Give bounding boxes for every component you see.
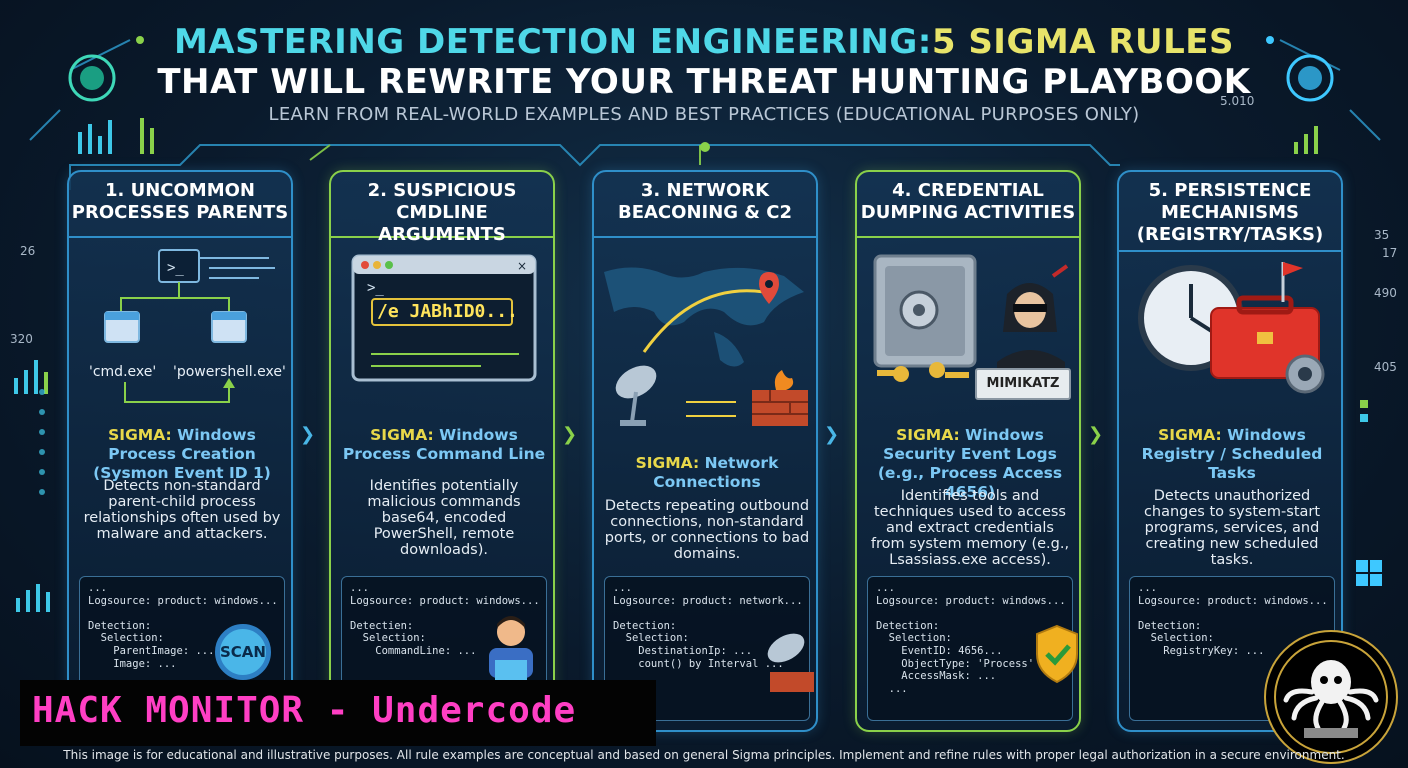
shield-check-icon — [1036, 624, 1078, 684]
sigma-source: SIGMA: Windows Registry / Scheduled Task… — [1127, 426, 1337, 483]
title-line-2: THAT WILL REWRITE YOUR THREAT HUNTING PL… — [157, 62, 1251, 102]
card-title: 4. CREDENTIAL DUMPING ACTIVITIES — [857, 172, 1079, 238]
card-title: 5. PERSISTENCE MECHANISMS (REGISTRY/TASK… — [1119, 172, 1341, 252]
terminal-encoded-command: /e JABhID0... — [371, 298, 518, 326]
chevron-right-icon: ❯ — [824, 424, 840, 445]
rule-description: Detects non-standard parent-child proces… — [83, 478, 281, 542]
rule-description: Identifies potentially malicious command… — [367, 478, 521, 558]
rule-card-4: 4. CREDENTIAL DUMPING ACTIVITIES MIMIKAT… — [855, 170, 1081, 732]
rule-card-1: 1. UNCOMMON PROCESSES PARENTS >_ 'cmd.ex… — [67, 170, 293, 732]
title-line-1: MASTERING DETECTION ENGINEERING:5 SIGMA … — [0, 22, 1408, 62]
svg-text:×: × — [517, 259, 527, 273]
sigma-label: SIGMA: — [370, 426, 434, 444]
octopus-icon — [1274, 640, 1388, 754]
rule-card-3: 3. NETWORK BEACONING & C2 SIGMA: Network… — [592, 170, 818, 732]
sigma-code-snippet: ... Logsource: product: windows... Detec… — [867, 576, 1073, 721]
chevron-right-icon: ❯ — [562, 424, 578, 445]
chevron-right-icon: ❯ — [300, 424, 316, 445]
title-part-b: 5 SIGMA RULES — [931, 22, 1235, 62]
rule-description: Detects unauthorized changes to system-s… — [1143, 488, 1321, 568]
svg-text:>_: >_ — [167, 260, 184, 276]
decor-number: 405 — [1374, 360, 1397, 374]
sigma-label: SIGMA: — [896, 426, 960, 444]
card-title: 1. UNCOMMON PROCESSES PARENTS — [69, 172, 291, 238]
sigma-source: SIGMA: Windows Process Command Line — [339, 426, 549, 464]
persistence-illustration — [1138, 262, 1325, 394]
process-node-cmd: 'cmd.exe' — [89, 364, 157, 380]
process-node-powershell: 'powershell.exe' — [173, 364, 286, 380]
card-title: 2. SUSPICIOUS CMDLINE ARGUMENTS — [331, 172, 553, 245]
sigma-code-snippet: ... Logsource: product: network... Detec… — [604, 576, 810, 721]
decor-number: 320 — [10, 332, 33, 346]
octopus-logo — [1264, 630, 1398, 764]
card-title: 3. NETWORK BEACONING & C2 — [594, 172, 816, 238]
scan-badge: SCAN — [215, 624, 271, 680]
hack-monitor-banner: HACK MONITOR - Undercode — [20, 680, 656, 746]
network-map-illustration — [604, 267, 808, 426]
sigma-label: SIGMA: — [1158, 426, 1222, 444]
rule-description: Identifies tools and techniques used to … — [870, 488, 1070, 568]
mimikatz-tag: MIMIKATZ — [975, 368, 1071, 400]
title-part-a: MASTERING DETECTION ENGINEERING: — [173, 22, 932, 62]
sigma-text: Network Connections — [653, 454, 779, 491]
user-icon — [489, 616, 533, 682]
banner-text: HACK MONITOR - Undercode — [32, 690, 577, 731]
subtitle: LEARN FROM REAL-WORLD EXAMPLES AND BEST … — [268, 104, 1140, 125]
sigma-label: SIGMA: — [635, 454, 700, 472]
sigma-source: SIGMA: Windows Process Creation (Sysmon … — [77, 426, 287, 483]
credential-dump-illustration — [873, 254, 1069, 382]
decor-number: 35 — [1374, 228, 1390, 242]
sigma-text: Windows Registry / Scheduled Tasks — [1141, 426, 1323, 482]
sigma-text: Windows Process Creation (Sysmon Event I… — [93, 426, 271, 482]
rule-card-2: 2. SUSPICIOUS CMDLINE ARGUMENTS × >_ /e … — [329, 170, 555, 732]
process-tree-illustration: >_ — [104, 249, 275, 403]
sigma-source: SIGMA: Network Connections — [602, 454, 812, 492]
rule-description: Detects repeating outbound connections, … — [604, 498, 810, 562]
chevron-right-icon: ❯ — [1088, 424, 1104, 445]
decor-number: 17 — [1382, 246, 1398, 260]
terminal-illustration: × — [351, 254, 537, 382]
satellite-dish-icon — [767, 633, 814, 692]
disclaimer-footer: This image is for educational and illust… — [63, 748, 1345, 762]
terminal-prompt: >_ — [367, 280, 384, 296]
rule-card-5: 5. PERSISTENCE MECHANISMS (REGISTRY/TASK… — [1117, 170, 1343, 732]
decor-number: 5.010 — [1220, 94, 1255, 108]
decor-number: 490 — [1374, 286, 1397, 300]
sigma-source: SIGMA: Windows Security Event Logs (e.g.… — [865, 426, 1075, 502]
sigma-text: Windows Process Command Line — [342, 426, 546, 463]
sigma-text: Windows Security Event Logs (e.g., Proce… — [877, 426, 1063, 501]
decor-number: 26 — [20, 244, 36, 258]
sigma-label: SIGMA: — [108, 426, 172, 444]
